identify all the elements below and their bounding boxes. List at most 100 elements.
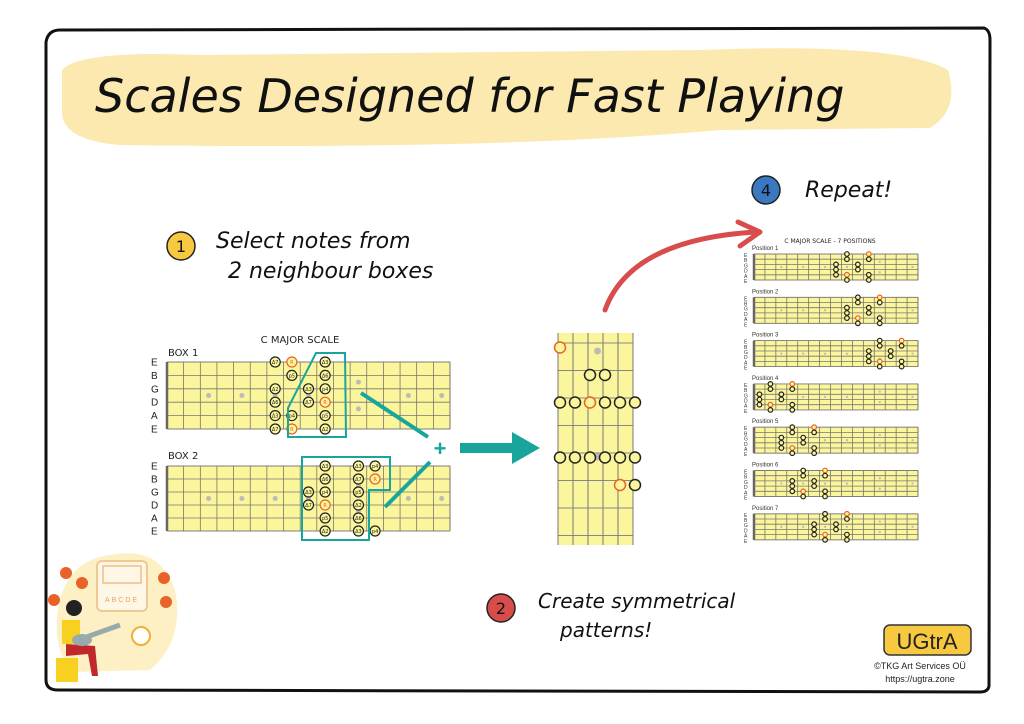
note-label: Δ7	[355, 477, 362, 483]
page-frame	[44, 26, 992, 694]
scale-note	[352, 460, 365, 472]
string-label: B	[744, 302, 748, 308]
inlay-dot	[845, 439, 849, 442]
scale-note	[269, 356, 281, 368]
note-label: Δ6	[322, 477, 329, 483]
inlay-dot	[439, 496, 445, 501]
string-label: D	[744, 399, 748, 405]
box2-label: BOX 2	[168, 451, 198, 462]
scale-note	[844, 536, 850, 543]
note-label: Δ2	[272, 387, 279, 393]
scale-note	[833, 261, 839, 268]
scale-note	[876, 337, 883, 344]
scale-note	[844, 516, 850, 522]
inlay-dot	[405, 496, 411, 501]
inlay-dot	[780, 352, 783, 355]
string-label: E	[744, 513, 748, 519]
inlay-dot	[239, 393, 245, 398]
root-note	[789, 445, 796, 451]
root-note	[844, 510, 850, 517]
string-label: D	[744, 312, 748, 318]
string-label: E	[744, 383, 748, 389]
string-label: A	[744, 490, 748, 496]
inlay-dot	[823, 482, 827, 485]
curved-arrow-icon	[602, 229, 758, 313]
string-label: E	[744, 322, 748, 328]
root-note	[898, 337, 905, 344]
scale-note	[352, 499, 365, 511]
inlay-dot	[802, 525, 805, 528]
note-label: Δ6	[272, 400, 279, 406]
scale-note	[865, 353, 872, 360]
step-1-badge	[166, 231, 196, 261]
inlay-dot	[911, 265, 914, 269]
step-2-badge	[486, 593, 516, 623]
guitarist-illustration: ABCDE	[48, 553, 178, 682]
position-label: Position 2	[752, 289, 779, 295]
scale-note	[876, 363, 883, 370]
scale-note	[319, 423, 331, 435]
root-note	[876, 294, 883, 301]
inlay-dot	[802, 352, 805, 355]
scale-note	[553, 396, 567, 409]
scale-note	[822, 493, 828, 500]
string-label: E	[744, 253, 748, 259]
note-label: R	[323, 503, 327, 509]
scale-note	[628, 478, 642, 492]
scale-note	[854, 299, 861, 306]
inlay-dot	[802, 395, 805, 399]
scale-note	[286, 369, 298, 381]
scale-note	[369, 525, 381, 537]
step-2-text-line2: patterns!	[559, 618, 652, 642]
scale-note	[778, 445, 785, 451]
string-label: D	[151, 501, 158, 512]
page-title: Scales Designed for Fast Playing	[95, 69, 845, 123]
position-label: Position 5	[752, 419, 779, 425]
scale-note	[319, 473, 331, 485]
scale-note	[865, 271, 872, 278]
inlay-dot	[823, 309, 827, 312]
scale-note	[800, 467, 807, 474]
scale-note	[352, 525, 365, 537]
website-link[interactable]: https://ugtra.zone	[885, 674, 955, 684]
step-4-text: Repeat!	[805, 178, 892, 203]
root-note	[613, 478, 627, 492]
string-label: E	[151, 358, 158, 369]
scale-note	[822, 536, 828, 543]
scale-note	[553, 451, 567, 464]
inlay-dot	[780, 309, 783, 312]
scale-note	[598, 451, 612, 464]
inlay-dot	[878, 520, 881, 523]
string-label: E	[744, 279, 748, 285]
position-fretboard	[752, 337, 919, 370]
string-label: E	[744, 340, 748, 346]
position-label: Position 3	[752, 333, 779, 339]
scale-note	[876, 342, 883, 349]
copyright-text: ©TKG Art Services OÜ	[874, 661, 966, 671]
note-label: Δ2	[322, 427, 329, 433]
inlay-dot	[878, 433, 881, 437]
scale-note	[800, 493, 807, 500]
string-label: E	[744, 426, 748, 432]
string-label: B	[744, 345, 748, 351]
scale-title: C MAJOR SCALE	[261, 335, 340, 346]
string-label: G	[744, 480, 748, 486]
inlay-dot	[802, 482, 805, 485]
position-fretboard	[752, 467, 919, 500]
step-1-text-line2: 2 neighbour boxes	[228, 259, 433, 284]
scale-note	[319, 356, 331, 368]
scale-note	[800, 439, 807, 446]
root-note	[854, 315, 861, 322]
inlay-dot	[594, 347, 601, 355]
scale-note	[269, 396, 281, 408]
string-label: A	[151, 514, 158, 525]
step-4-number: 4	[761, 181, 771, 200]
note-label: Δ3	[355, 529, 362, 535]
note-label: R	[290, 360, 294, 366]
note-label: p4	[322, 490, 328, 496]
scale-note	[811, 445, 818, 451]
string-label: G	[744, 263, 748, 269]
scale-note	[822, 510, 828, 517]
scale-note	[568, 451, 582, 464]
